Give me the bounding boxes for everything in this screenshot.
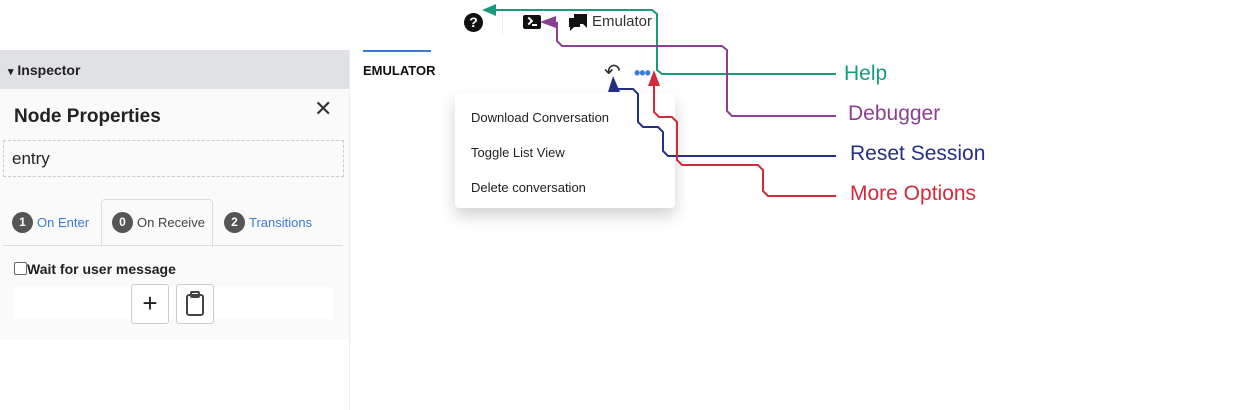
tab-on-enter[interactable]: 1 On Enter	[12, 212, 89, 233]
menu-item-delete-conversation[interactable]: Delete conversation	[471, 180, 586, 195]
callout-more-options: More Options	[850, 182, 977, 205]
emulator-toggle-label[interactable]: Emulator	[592, 13, 653, 30]
menu-item-download-conversation[interactable]: Download Conversation	[471, 110, 610, 125]
tab-on-receive[interactable]: 0 On Receive	[112, 212, 205, 233]
node-name-value: entry	[12, 149, 50, 168]
clipboard-icon	[186, 291, 204, 316]
count-badge: 2	[224, 212, 245, 233]
caret-down-icon: ▾	[8, 66, 14, 78]
callout-debugger: Debugger	[848, 102, 941, 125]
active-tab-indicator	[363, 50, 431, 52]
more-options-icon[interactable]: •••	[634, 63, 651, 83]
count-badge: 0	[112, 212, 133, 233]
inspector-title[interactable]: ▾ Inspector	[8, 62, 81, 78]
close-icon[interactable]: ✕	[314, 96, 333, 121]
wait-for-message-checkbox[interactable]	[14, 262, 27, 275]
tabs-divider	[3, 245, 343, 246]
help-icon[interactable]: ?	[464, 13, 483, 32]
tab-label: On Enter	[37, 215, 90, 230]
callout-help: Help	[844, 62, 888, 85]
count-badge: 1	[12, 212, 33, 233]
node-name-input[interactable]	[3, 140, 344, 177]
tab-label: On Receive	[137, 215, 205, 230]
tab-emulator[interactable]: EMULATOR	[363, 63, 436, 78]
wait-for-message-label: Wait for user message	[27, 261, 176, 277]
reset-session-icon[interactable]: ↶	[604, 61, 621, 83]
chat-bubbles-icon[interactable]	[569, 14, 587, 32]
add-action-button[interactable]: +	[131, 284, 169, 324]
callout-reset-session: Reset Session	[850, 142, 986, 165]
action-button-row	[14, 287, 333, 319]
debugger-terminal-icon[interactable]	[523, 15, 541, 29]
tab-transitions[interactable]: 2 Transitions	[224, 212, 312, 233]
toolbar-divider	[502, 8, 503, 34]
node-properties-title: Node Properties	[14, 106, 161, 127]
inspector-header[interactable]	[0, 50, 349, 89]
panel-divider	[349, 50, 350, 410]
tab-label: Transitions	[249, 215, 313, 230]
paste-button[interactable]	[176, 284, 214, 324]
menu-item-toggle-list-view[interactable]: Toggle List View	[471, 145, 565, 160]
